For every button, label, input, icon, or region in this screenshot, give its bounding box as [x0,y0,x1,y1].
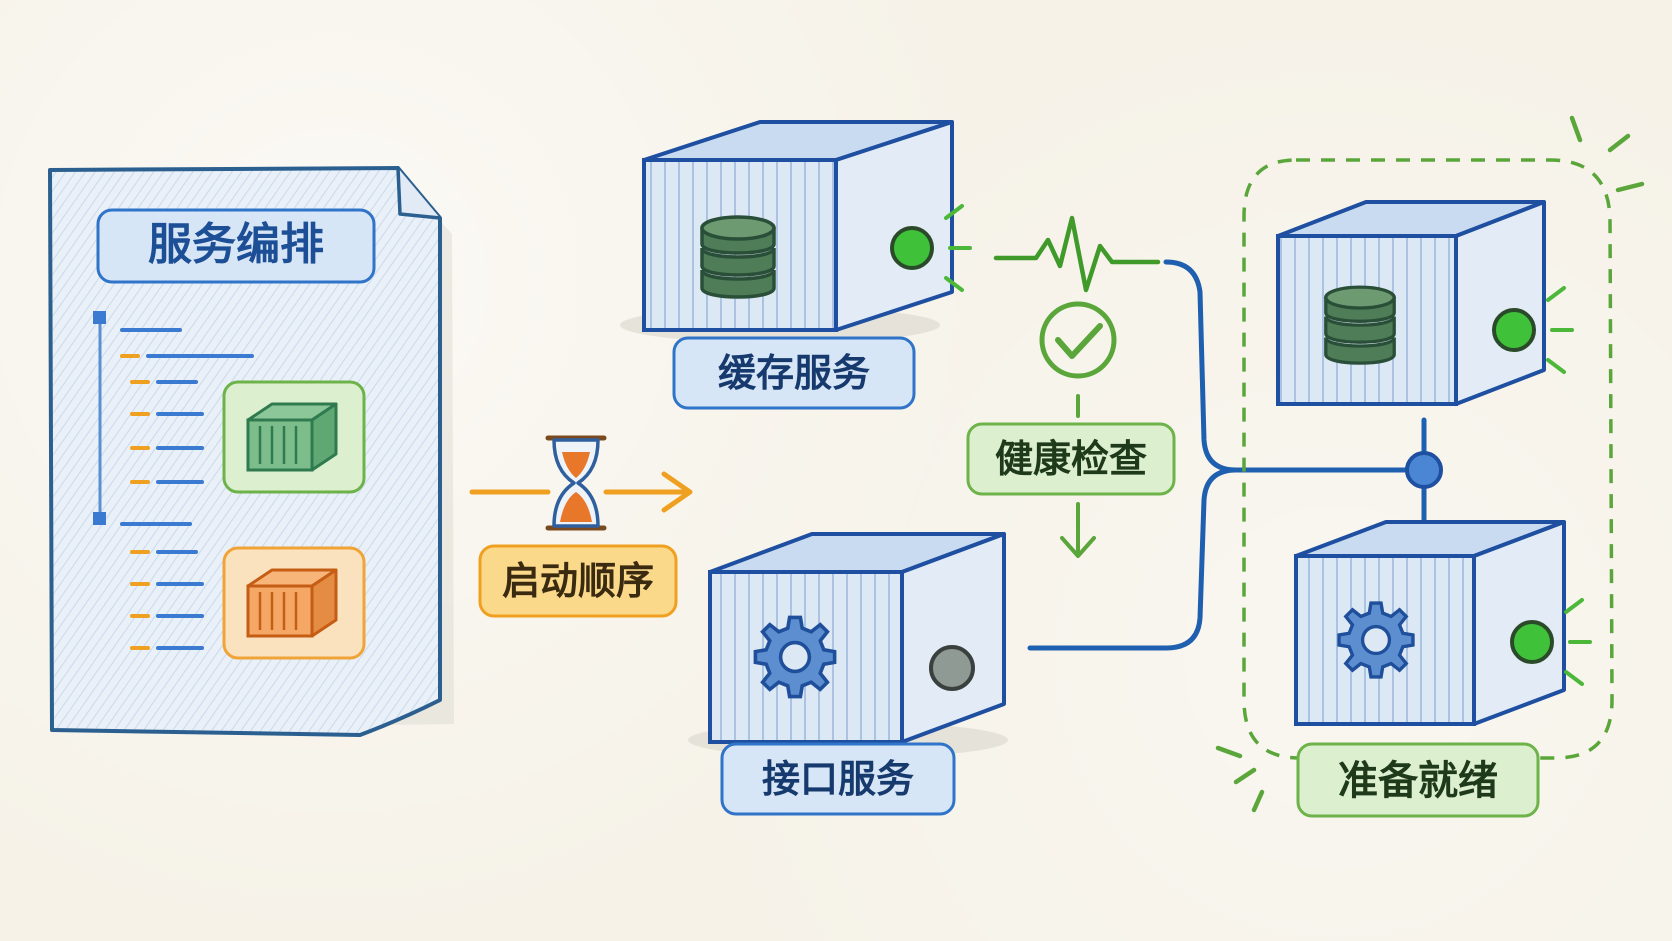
status-led-green [890,226,934,270]
connector-hub [1405,451,1443,489]
gear-icon [753,615,837,699]
hourglass-icon [545,435,607,531]
status-led-green [1510,620,1554,664]
gear-icon [1337,601,1415,679]
config-lines [93,311,254,650]
status-led-green [1492,308,1536,352]
database-icon [700,215,776,299]
ready-label: 准备就绪 [1338,758,1498,804]
health-check-label: 健康检查 [995,437,1147,481]
cache-service-label: 缓存服务 [718,351,870,395]
ready-api-container [1294,520,1592,726]
container-box-icon [222,380,366,494]
health-check: 健康检查 [966,215,1176,558]
heartbeat-pulse-icon [993,215,1161,293]
cache-service-container: 缓存服务 [620,120,972,410]
api-service-container: 接口服务 [688,532,1008,816]
compose-document: 服务编排 [48,166,454,737]
status-led-gray [929,645,975,691]
startup-order-arrow: 启动顺序 [469,435,693,618]
check-circle-icon [1039,301,1117,379]
container-box-icon [222,546,366,660]
ready-cache-container [1276,200,1574,406]
startup-order-label: 启动顺序 [502,559,654,603]
database-icon [1324,285,1396,365]
compose-title: 服务编排 [148,219,324,270]
api-service-label: 接口服务 [762,757,914,801]
ready-group: 准备就绪 [1215,115,1645,818]
